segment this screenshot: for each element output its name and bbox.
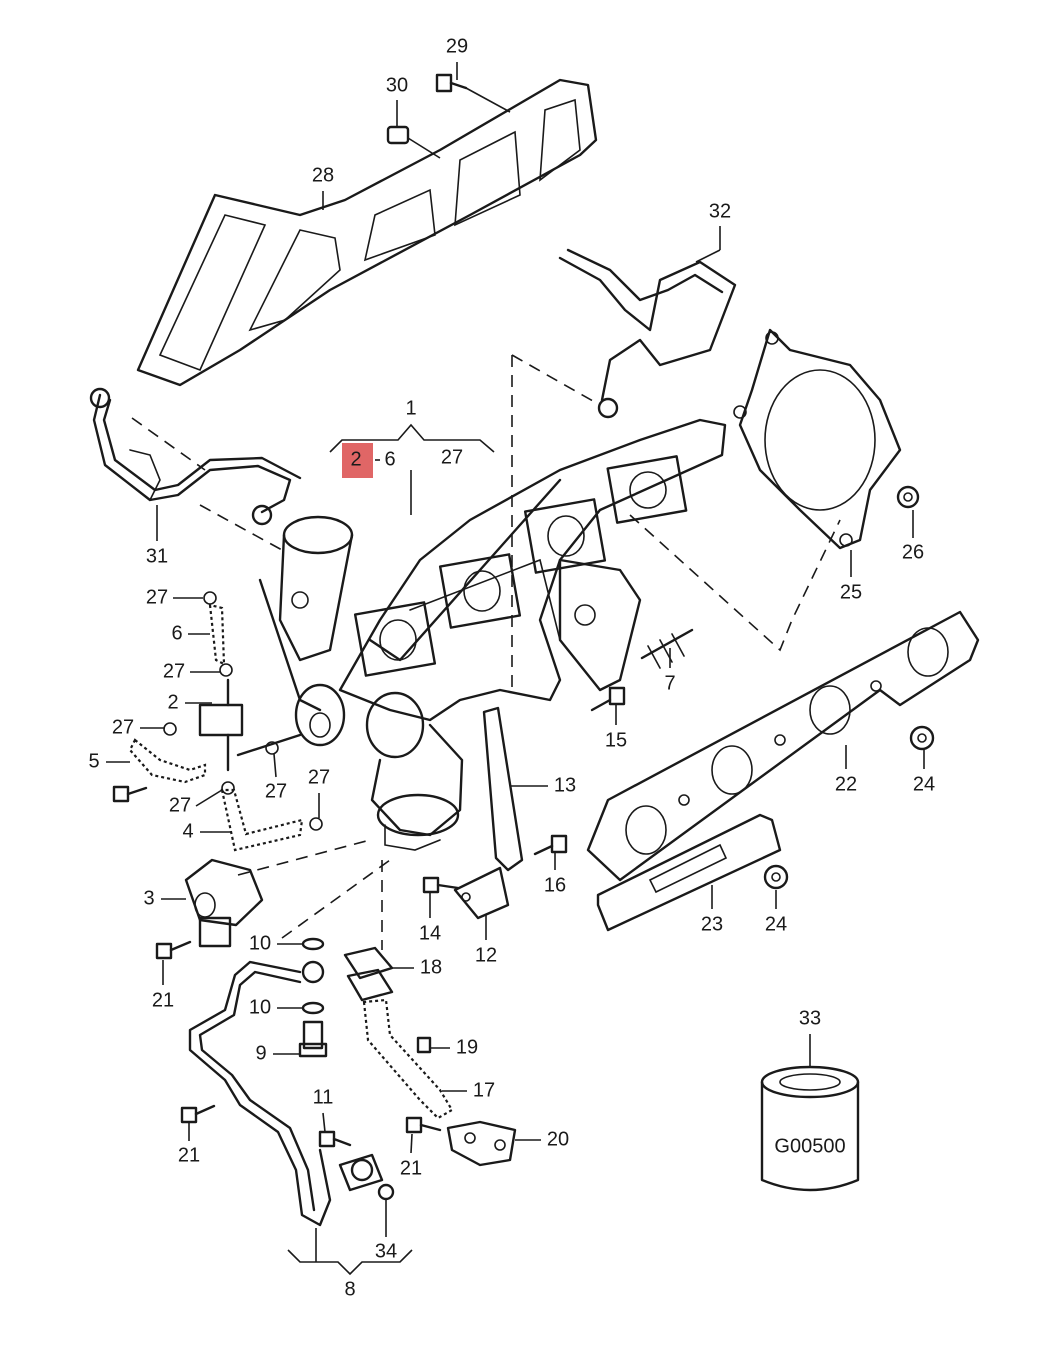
bolt-21c [405,1116,442,1134]
callout-c16: 16 [544,874,566,896]
callout-c2: 2 [167,691,178,713]
flange-18 [343,946,394,1002]
bolt-14 [422,876,460,894]
banjo-bolt-9 [298,1020,328,1058]
dash-lines [131,354,841,950]
callout-c21c: 21 [400,1157,422,1179]
callout-c26: 26 [902,541,924,563]
valve-3 [184,858,264,948]
callout-c34: 34 [375,1240,397,1262]
callout-c2top: 2 [350,448,361,470]
clamps-27 [163,591,323,831]
oil-can-33 [760,1065,860,1192]
callout-c4: 4 [182,820,193,842]
pipe-8 [188,960,384,1227]
callout-c21b: 21 [178,1144,200,1166]
bolt-21a [155,940,192,960]
callout-c5: 5 [88,750,99,772]
callout-c14: 14 [419,922,441,944]
bolt-19 [416,1036,432,1054]
bolt-16 [533,834,568,856]
seal-34 [377,1183,395,1201]
gasket-25 [733,328,902,550]
callout-c17: 17 [473,1079,495,1101]
bolt-30 [386,125,410,145]
callout-c11: 11 [313,1086,334,1108]
callout-c10a: 10 [249,932,271,954]
nut-24-upper [909,725,935,751]
callout-c27e: 27 [265,780,287,802]
callout-c30: 30 [386,74,408,96]
flange-20 [446,1120,517,1167]
leader-lines [106,62,925,1276]
callout-c23: 23 [701,913,723,935]
callout-c28: 28 [312,164,334,186]
callout-c12: 12 [475,944,497,966]
bolt-15 [590,686,626,712]
hose-6 [208,603,226,666]
callout-c33: 33 [799,1007,821,1029]
callout-c19: 19 [456,1036,478,1058]
callout-c27b: 27 [163,660,185,682]
callout-c27top: 27 [441,446,463,468]
callout-c27c: 27 [112,716,134,738]
callout-c9: 9 [255,1042,266,1064]
turbocharger [236,418,727,851]
callout-c32: 32 [709,200,731,222]
callout-c3: 3 [143,887,154,909]
callout-c24b: 24 [765,913,787,935]
hose-17 [362,998,454,1120]
oil-can-code: G00500 [774,1135,845,1157]
callout-c10b: 10 [249,996,271,1018]
callout-c6top: 6 [384,448,395,470]
bolt-21b [180,1104,216,1124]
callout-c21a: 21 [152,989,174,1011]
callout-c18: 18 [420,956,442,978]
callout-c15: 15 [605,729,627,751]
callout-c27f: 27 [169,794,191,816]
callout-c20: 20 [547,1128,569,1150]
hose-5 [128,738,207,784]
callout-c31: 31 [146,545,168,567]
bracket-13 [482,706,524,872]
gasket-22 [586,610,980,882]
hose-4 [220,788,304,852]
callout-c1: 1 [405,397,416,419]
pipe-31 [89,387,302,526]
nut-26 [896,485,920,509]
bolt-lower-left [112,785,148,803]
callout-c25: 25 [840,581,862,603]
bracket-12 [453,866,510,920]
callout-c6: 6 [171,622,182,644]
callout-c27a: 27 [146,586,168,608]
callout-c27d: 27 [308,766,330,788]
shield-23 [596,813,782,932]
callout-c7: 7 [664,672,675,694]
bolt-11 [318,1130,352,1148]
callout-c13: 13 [554,774,576,796]
pipe-32 [558,248,737,419]
valve-2 [198,678,244,772]
callout-c29: 29 [446,35,468,57]
bolt-29 [435,73,468,93]
stud-7 [640,628,694,669]
washer-10-lower [301,1001,325,1015]
washer-10-upper [301,937,325,951]
heat-shield [136,78,598,387]
callout-c24a: 24 [913,773,935,795]
nut-24-lower [763,864,789,890]
callout-c22: 22 [835,773,857,795]
callout-c8: 8 [344,1278,355,1300]
highlight-box [342,443,373,478]
